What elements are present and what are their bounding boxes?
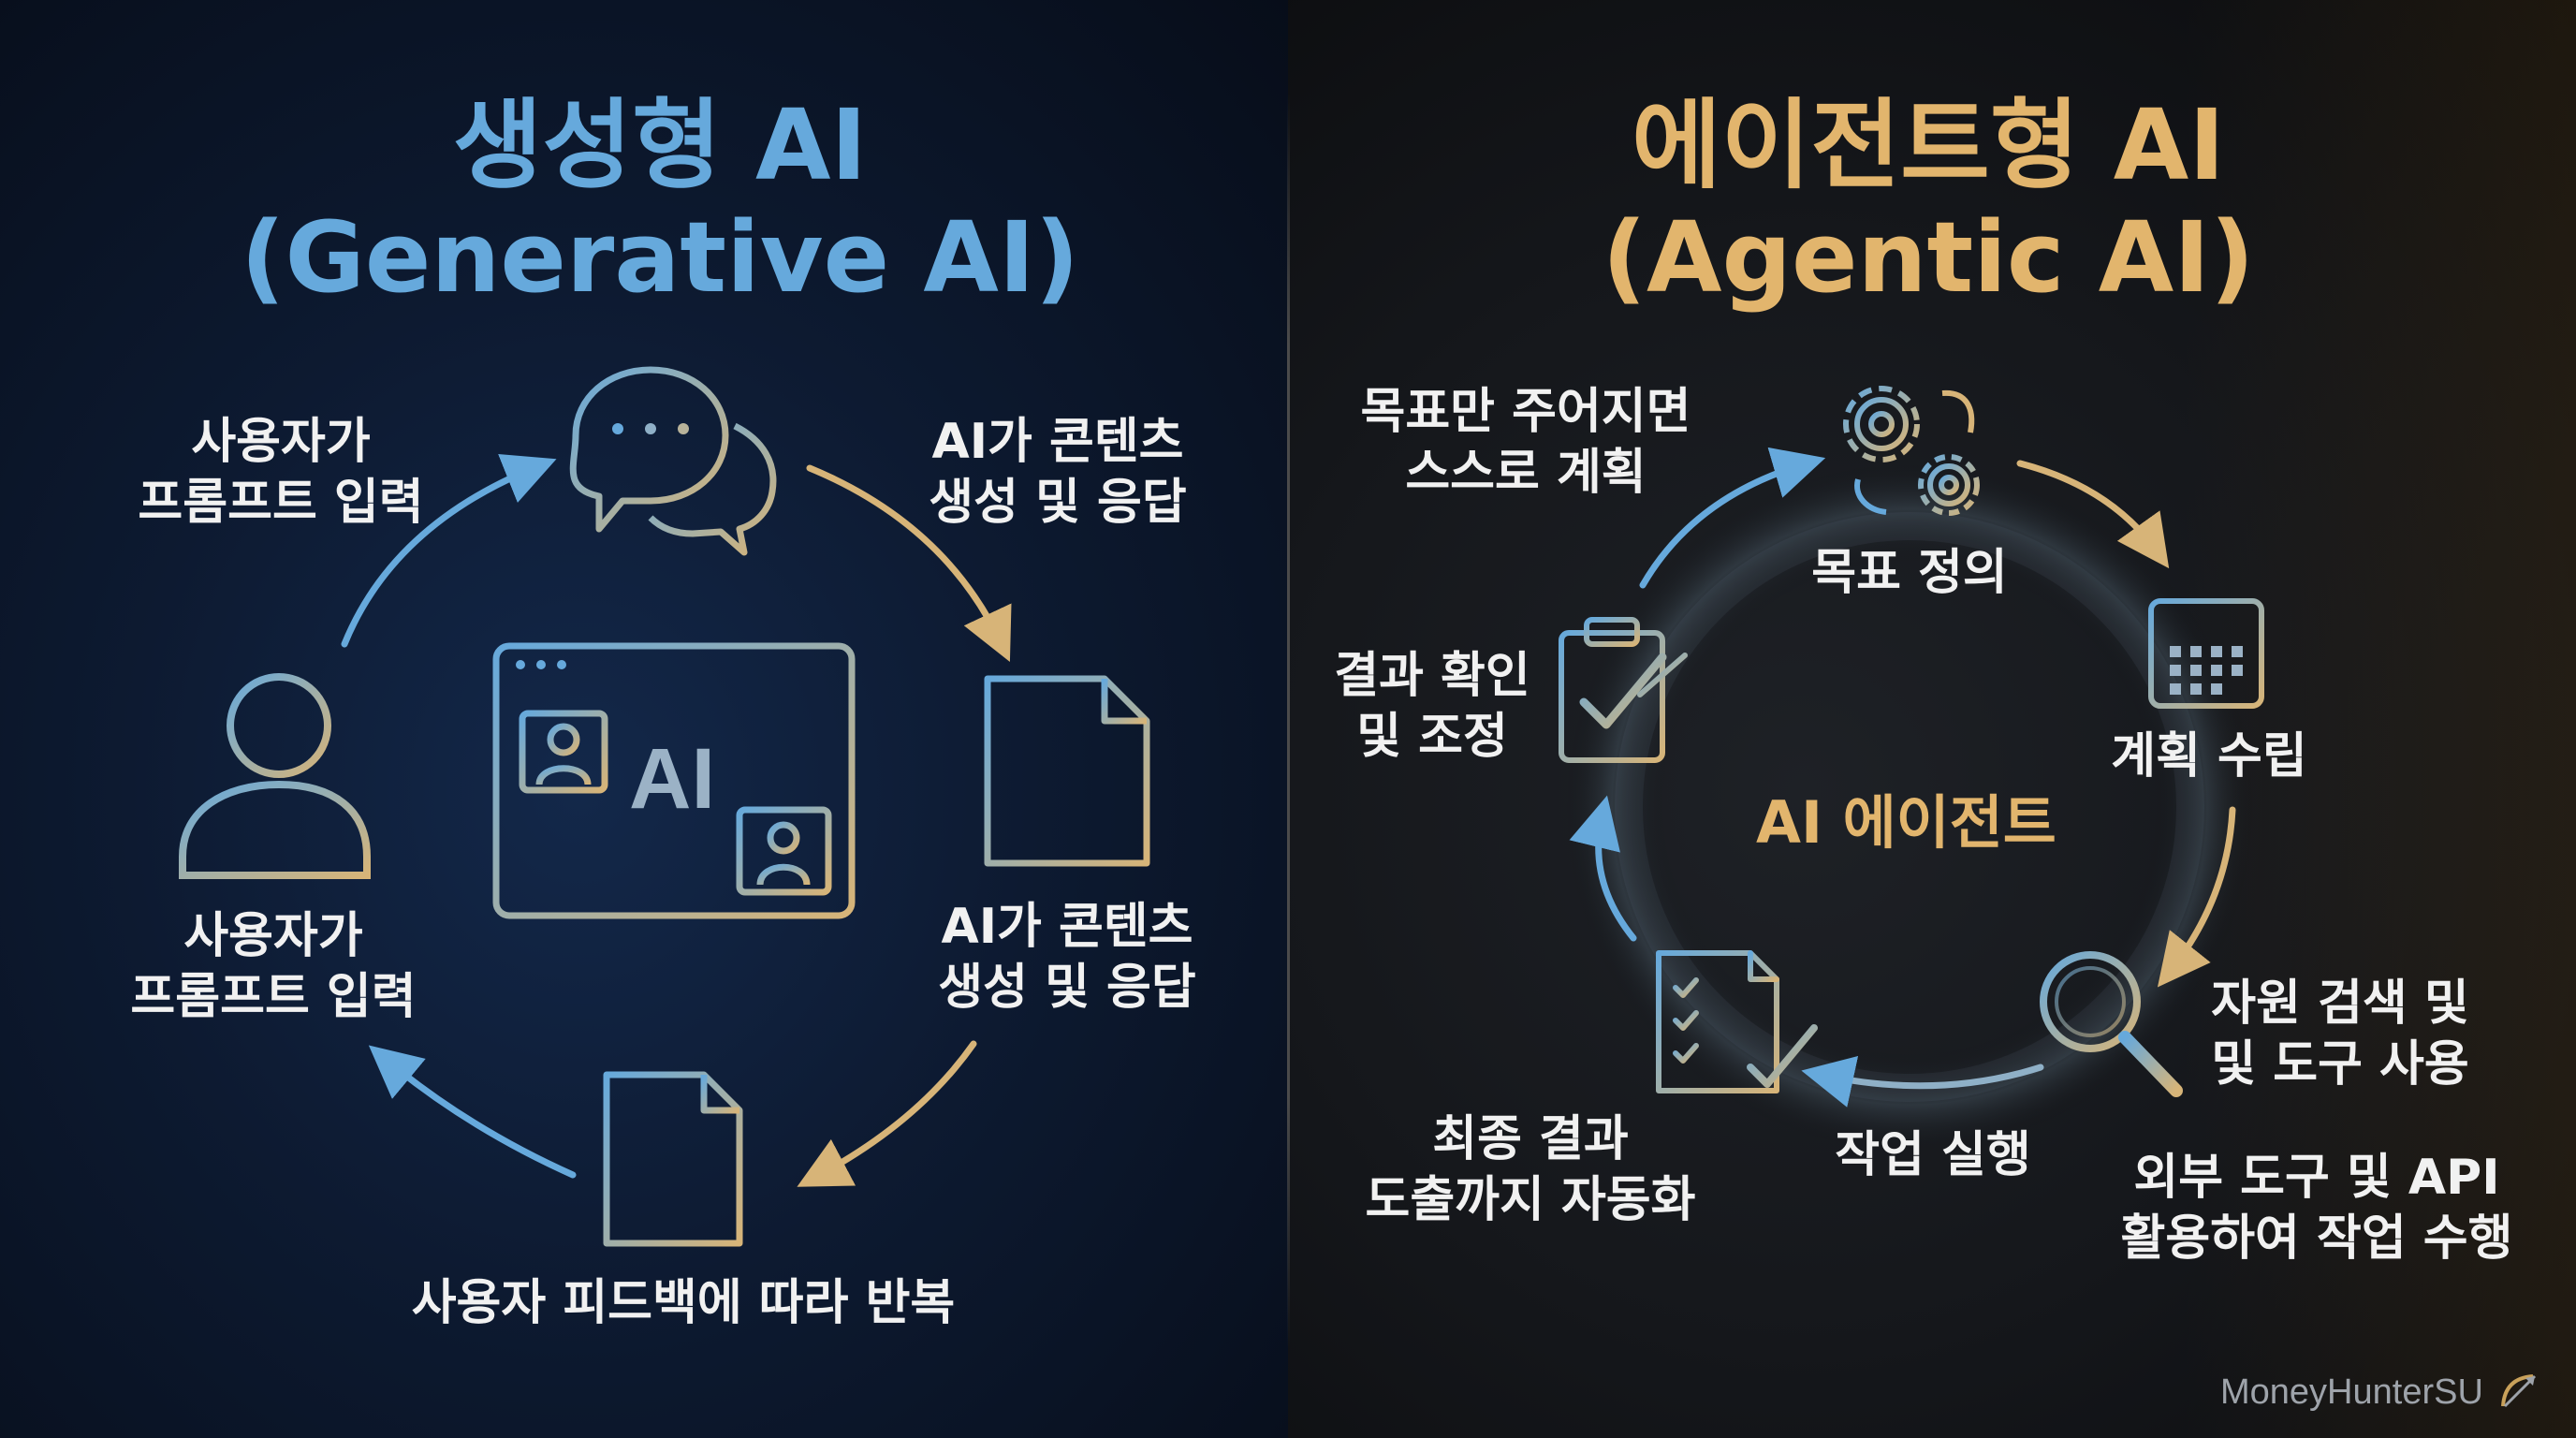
bow-arrow-icon bbox=[2501, 1374, 2537, 1408]
label-line: 사용자가 bbox=[191, 414, 371, 470]
watermark: MoneyHunterSU bbox=[2220, 1372, 2483, 1412]
agentic-ai-title: 에이전트형 AI (Agentic AI) bbox=[1460, 88, 2396, 315]
ai-window-icon bbox=[492, 642, 856, 919]
generative-ai-panel bbox=[0, 0, 1288, 1438]
agentic-title-line1: 에이전트형 AI bbox=[1632, 88, 2225, 202]
label-review-adjust: 결과 확인 및 조정 bbox=[1310, 646, 1554, 768]
clipboard-check-icon bbox=[1559, 617, 1688, 763]
label-line: 활용하여 작업 수행 bbox=[2120, 1211, 2513, 1267]
label-user-prompt-mid: 사용자가 프롬프트 입력 bbox=[114, 906, 432, 1028]
generative-ai-title: 생성형 AI (Generative AI) bbox=[187, 88, 1133, 315]
agentic-cycle-arrows bbox=[1569, 447, 2236, 1108]
label-task-execution: 작업 실행 bbox=[1807, 1125, 2059, 1186]
user-icon bbox=[179, 673, 371, 879]
label-resource-search: 자원 검색 및 및 도구 사용 bbox=[2186, 974, 2495, 1095]
label-line: 결과 확인 bbox=[1334, 648, 1530, 704]
label-line: 생성 및 응답 bbox=[938, 960, 1196, 1016]
label-line: 프롬프트 입력 bbox=[130, 969, 417, 1025]
document-icon bbox=[984, 675, 1150, 867]
label-line: 스스로 계획 bbox=[1405, 445, 1647, 501]
ai-agent-center-label: AI 에이전트 bbox=[1756, 788, 2056, 857]
checklist-icon bbox=[1656, 950, 1818, 1093]
label-line: 계획 수립 bbox=[2111, 728, 2307, 785]
label-line: 프롬프트 입력 bbox=[138, 475, 424, 531]
magnifier-icon bbox=[2040, 951, 2183, 1097]
label-line: AI가 콘텐츠 bbox=[931, 414, 1184, 470]
label-feedback-loop: 사용자 피드백에 따라 반복 bbox=[346, 1273, 1020, 1334]
label-ai-content-mid: AI가 콘텐츠 생성 및 응답 bbox=[908, 897, 1226, 1019]
generative-title-line1: 생성형 AI bbox=[452, 88, 868, 202]
document-icon bbox=[603, 1071, 743, 1247]
label-planning: 계획 수립 bbox=[2078, 726, 2340, 787]
agentic-title-line2: (Agentic AI) bbox=[1602, 199, 2255, 315]
label-line: 자원 검색 및 bbox=[2211, 976, 2469, 1032]
label-line: 생성 및 응답 bbox=[929, 475, 1187, 531]
label-goal-definition: 목표 정의 bbox=[1778, 543, 2041, 604]
label-line: 목표 정의 bbox=[1811, 545, 2008, 601]
panel-divider bbox=[1287, 94, 1290, 1348]
label-line: 사용자가 bbox=[183, 908, 363, 964]
generative-cycle-arrows bbox=[341, 454, 1012, 1187]
label-self-planning: 목표만 주어지면 스스로 계획 bbox=[1339, 382, 1713, 504]
label-line: 및 조정 bbox=[1356, 709, 1508, 765]
label-line: 도출까지 자동화 bbox=[1365, 1172, 1696, 1228]
calendar-icon bbox=[2148, 590, 2264, 709]
label-line: 최종 결과 bbox=[1432, 1111, 1629, 1167]
label-line: AI가 콘텐츠 bbox=[941, 899, 1193, 955]
gears-icon bbox=[1843, 386, 1980, 516]
label-final-result: 최종 결과 도출까지 자동화 bbox=[1348, 1109, 1713, 1231]
label-line: 작업 실행 bbox=[1835, 1127, 2031, 1183]
chat-bubbles-icon bbox=[569, 366, 777, 556]
label-ai-content-top: AI가 콘텐츠 생성 및 응답 bbox=[899, 412, 1217, 534]
ai-window-label: AI bbox=[629, 731, 715, 827]
label-line: 목표만 주어지면 bbox=[1360, 384, 1691, 440]
label-line: 외부 도구 및 API bbox=[2133, 1150, 2500, 1206]
label-user-prompt-top: 사용자가 프롬프트 입력 bbox=[122, 412, 440, 534]
label-line: 사용자 피드백에 따라 반복 bbox=[411, 1275, 956, 1331]
label-line: 및 도구 사용 bbox=[2211, 1036, 2469, 1093]
label-external-tools: 외부 도구 및 API 활용하여 작업 수행 bbox=[2092, 1148, 2541, 1269]
generative-title-line2: (Generative AI) bbox=[240, 199, 1080, 315]
